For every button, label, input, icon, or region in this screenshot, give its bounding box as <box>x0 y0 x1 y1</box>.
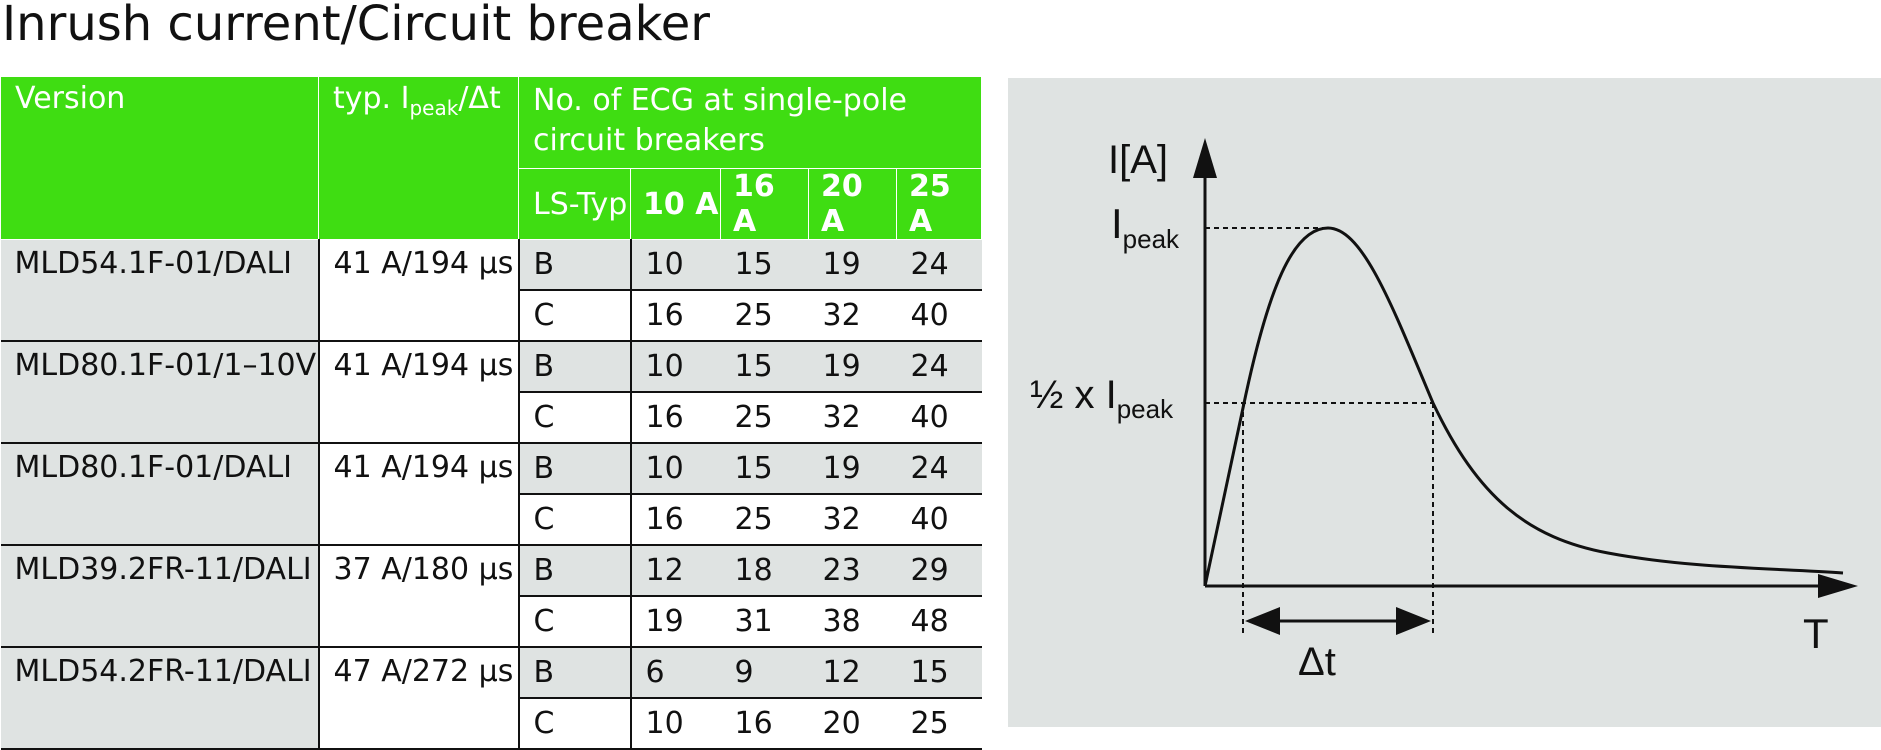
breaker-count-cell: 12 <box>808 647 897 699</box>
breaker-count-cell: 32 <box>808 494 897 546</box>
breaker-count-cell: 25 <box>720 494 809 546</box>
breaker-count-cell: 23 <box>808 545 897 597</box>
breaker-count-cell: 16 <box>720 698 809 750</box>
breaker-count-cell: 18 <box>720 545 809 597</box>
breaker-count-cell: 15 <box>720 341 809 393</box>
breaker-count-cell: 19 <box>808 443 897 495</box>
breaker-count-cell: 38 <box>808 596 897 648</box>
breaker-count-cell: 10 <box>629 698 721 750</box>
inrush-curve <box>1203 226 1844 587</box>
breaker-count-cell: 48 <box>896 596 982 648</box>
breaker-count-cell: 25 <box>720 392 809 444</box>
page-title: Inrush current/Circuit breaker <box>2 0 710 52</box>
breaker-count-cell: 16 <box>629 392 721 444</box>
version-cell: MLD80.1F-01/DALI <box>0 443 319 546</box>
ls-type-cell: C <box>517 392 631 444</box>
inrush-table: Version typ. Ipeak/Δt No. of ECG at sing… <box>0 76 982 750</box>
delta-t-arrow-left <box>1245 607 1280 635</box>
breaker-count-cell: 15 <box>720 443 809 495</box>
header-amp: 20 A <box>808 168 897 240</box>
typ-cell: 41 A/194 µs <box>317 341 519 444</box>
breaker-count-cell: 20 <box>808 698 897 750</box>
breaker-count-cell: 15 <box>720 239 809 291</box>
header-typ: typ. Ipeak/Δt <box>318 76 519 240</box>
diagram-svg: I[A] T Ipeak ½ x Ipeak Δt <box>1030 138 1858 684</box>
inrush-diagram: I[A] T Ipeak ½ x Ipeak Δt <box>1008 78 1881 727</box>
y-axis-label: I[A] <box>1108 138 1168 182</box>
peak-label: Ipeak <box>1111 200 1180 254</box>
x-axis-label: T <box>1803 610 1829 657</box>
breaker-count-cell: 10 <box>629 443 721 495</box>
version-cell: MLD39.2FR-11/DALI <box>0 545 319 648</box>
version-cell: MLD80.1F-01/1–10V <box>0 341 319 444</box>
version-cell: MLD54.2FR-11/DALI <box>0 647 319 750</box>
half-peak-label: ½ x Ipeak <box>1030 373 1174 424</box>
breaker-count-cell: 32 <box>808 392 897 444</box>
breaker-count-cell: 24 <box>896 239 982 291</box>
ls-type-cell: B <box>517 239 631 291</box>
x-axis-arrow <box>1818 574 1858 598</box>
ls-type-cell: C <box>517 290 631 342</box>
breaker-count-cell: 15 <box>896 647 982 699</box>
breaker-count-cell: 10 <box>629 239 721 291</box>
ls-type-cell: B <box>517 647 631 699</box>
header-ls-typ: LS-Typ <box>518 168 631 240</box>
breaker-count-cell: 40 <box>896 494 982 546</box>
y-axis-arrow <box>1193 138 1217 178</box>
ls-type-cell: C <box>517 596 631 648</box>
header-amp: 16 A <box>720 168 809 240</box>
breaker-count-cell: 19 <box>808 239 897 291</box>
ls-type-cell: C <box>517 698 631 750</box>
typ-cell: 37 A/180 µs <box>317 545 519 648</box>
typ-cell: 41 A/194 µs <box>317 239 519 342</box>
header-version: Version <box>0 76 319 240</box>
ls-type-cell: B <box>517 341 631 393</box>
breaker-count-cell: 16 <box>629 290 721 342</box>
ls-type-cell: B <box>517 545 631 597</box>
typ-cell: 41 A/194 µs <box>317 443 519 546</box>
breaker-count-cell: 40 <box>896 392 982 444</box>
breaker-count-cell: 10 <box>629 341 721 393</box>
breaker-count-cell: 24 <box>896 341 982 393</box>
breaker-count-cell: 6 <box>629 647 721 699</box>
breaker-count-cell: 25 <box>896 698 982 750</box>
breaker-count-cell: 32 <box>808 290 897 342</box>
delta-t-arrow-right <box>1396 607 1431 635</box>
version-cell: MLD54.1F-01/DALI <box>0 239 319 342</box>
breaker-count-cell: 19 <box>808 341 897 393</box>
breaker-count-cell: 12 <box>629 545 721 597</box>
breaker-count-cell: 31 <box>720 596 809 648</box>
header-ecg: No. of ECG at single-pole circuit breake… <box>518 76 982 169</box>
ls-type-cell: B <box>517 443 631 495</box>
ls-type-cell: C <box>517 494 631 546</box>
breaker-count-cell: 24 <box>896 443 982 495</box>
breaker-count-cell: 16 <box>629 494 721 546</box>
header-amp: 10 A <box>630 168 721 240</box>
breaker-count-cell: 19 <box>629 596 721 648</box>
breaker-count-cell: 29 <box>896 545 982 597</box>
breaker-count-cell: 25 <box>720 290 809 342</box>
header-amp: 25 A <box>896 168 982 240</box>
breaker-count-cell: 9 <box>720 647 809 699</box>
typ-cell: 47 A/272 µs <box>317 647 519 750</box>
delta-t-label: Δt <box>1298 640 1336 684</box>
breaker-count-cell: 40 <box>896 290 982 342</box>
